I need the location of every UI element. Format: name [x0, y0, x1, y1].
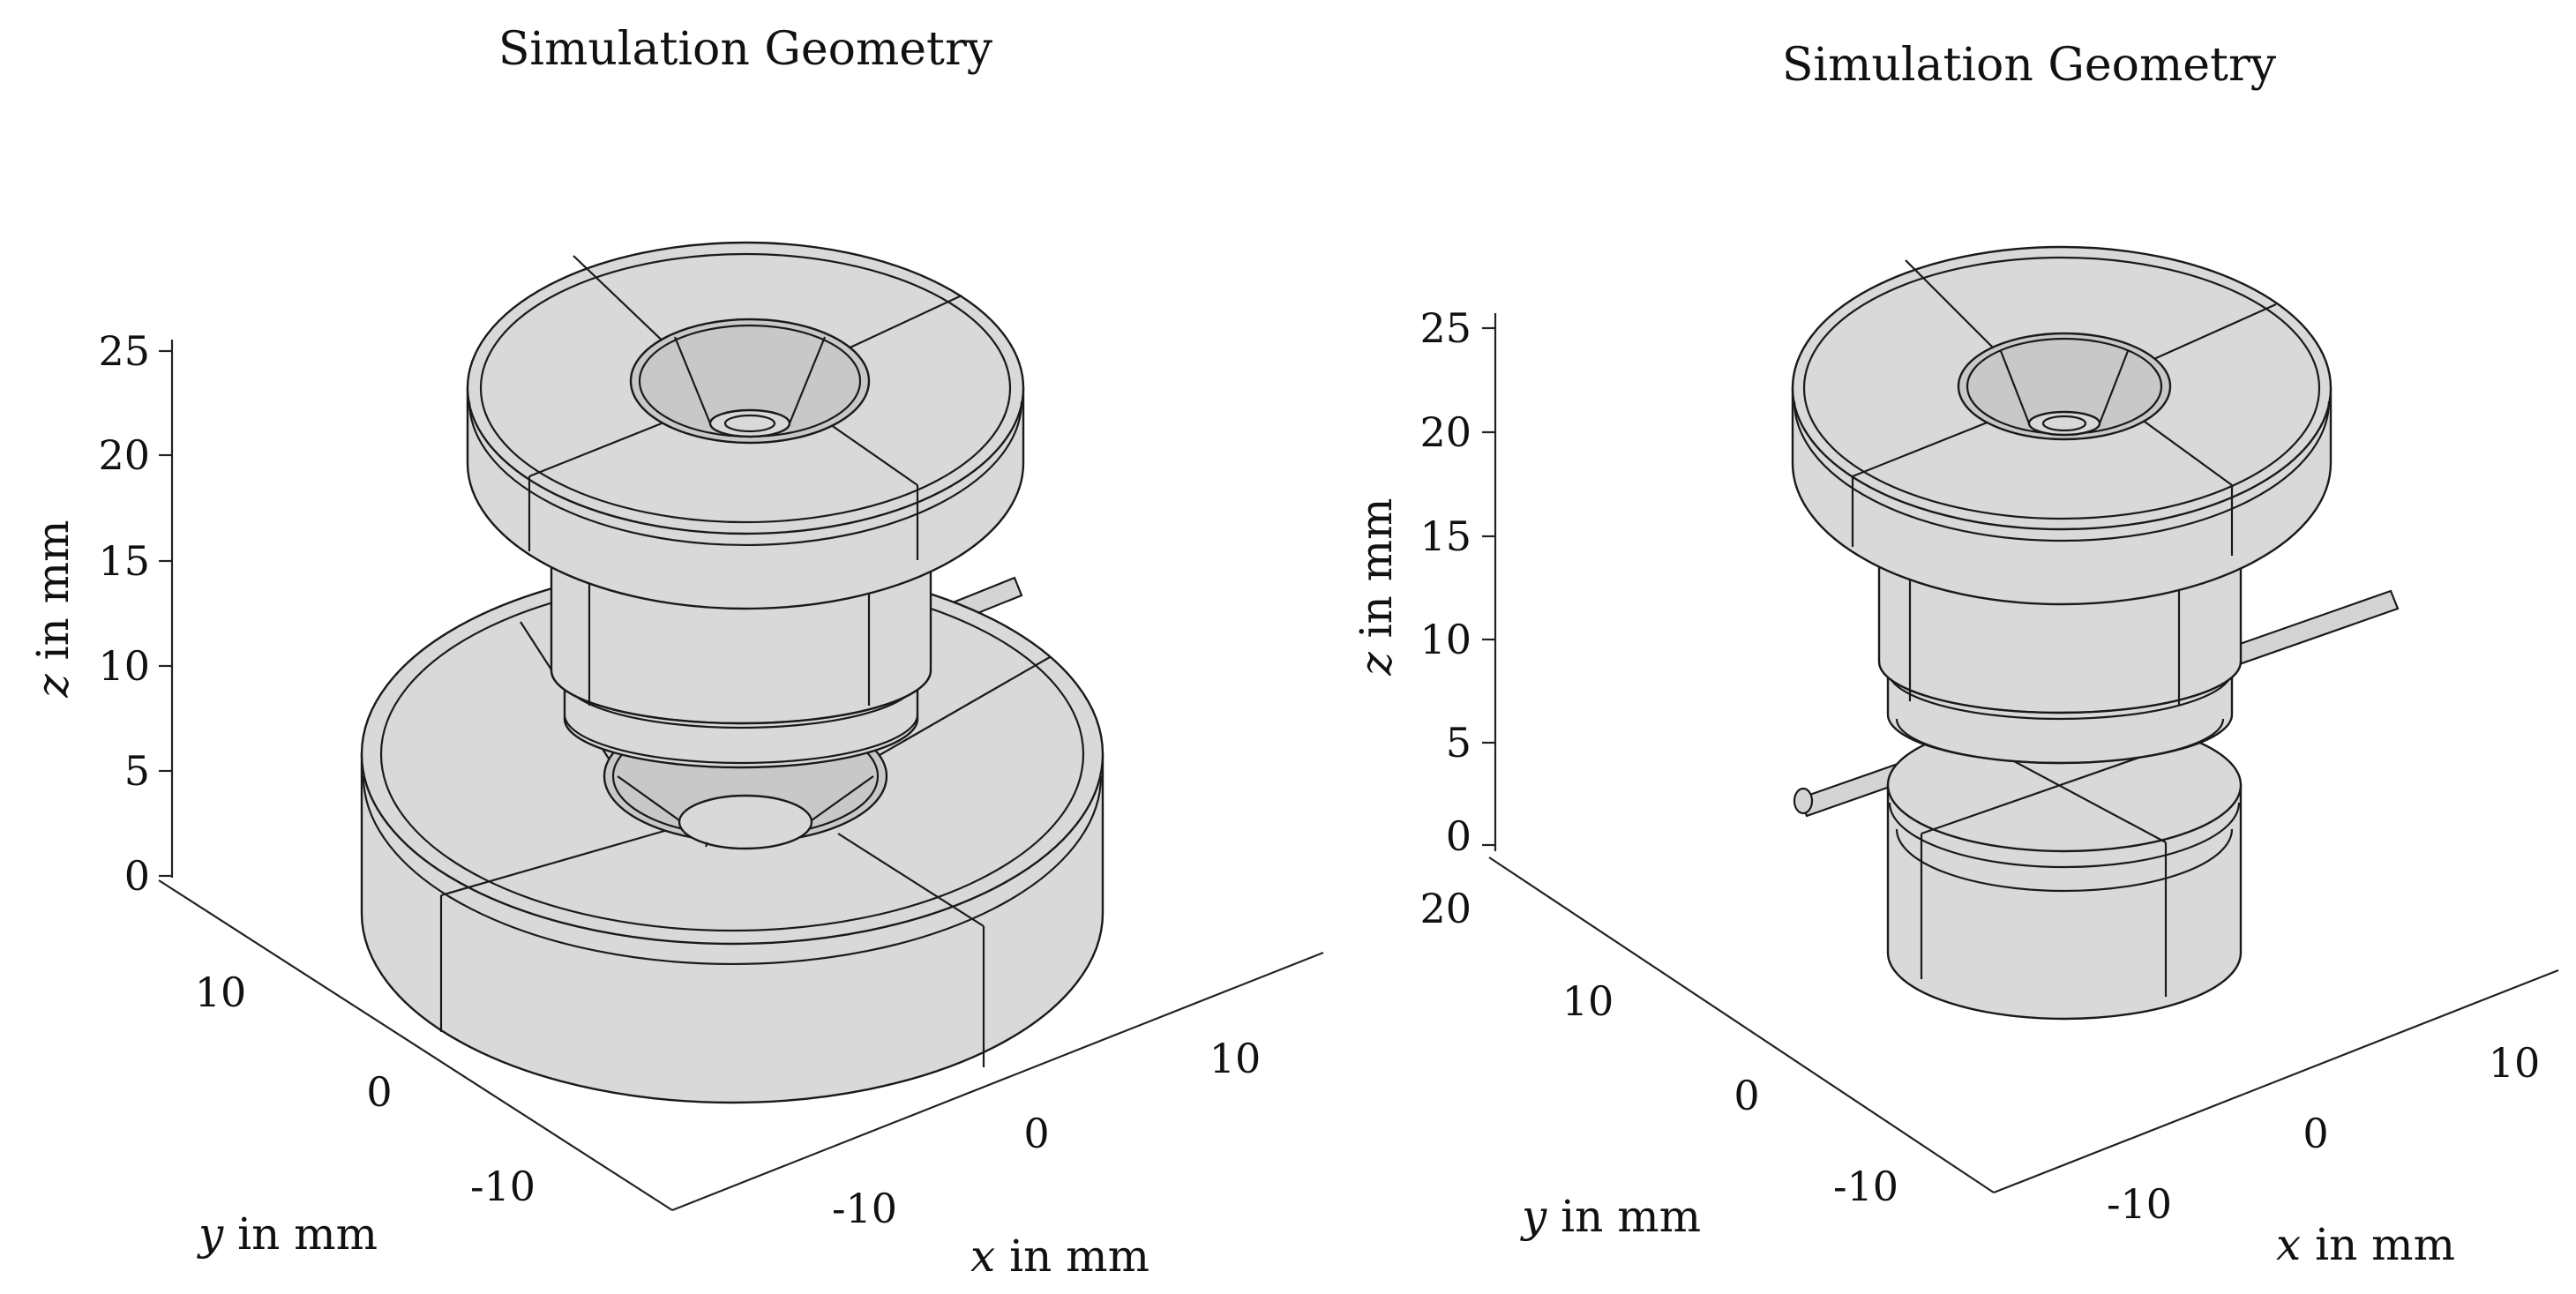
geometry-plot-left — [158, 241, 1324, 1212]
x-axis-label: x in mm — [970, 1230, 1150, 1282]
geometry-plot-right — [1482, 245, 2559, 1194]
y-axis-label: y in mm — [1522, 1191, 1702, 1242]
y-tick-label: 10 — [194, 969, 247, 1016]
z-axis-label: z in mm — [1351, 497, 1402, 676]
y-tick-label: 20 — [1419, 885, 1471, 932]
z-tick-label: 0 — [124, 852, 150, 900]
z-tick-label: 0 — [1445, 812, 1471, 860]
y-tick-label: 0 — [366, 1068, 393, 1116]
x-tick-label: 10 — [1209, 1035, 1262, 1082]
y-tick-label: 10 — [1561, 977, 1614, 1025]
panel-title: Simulation Geometry — [1781, 39, 2277, 92]
z-tick-label: 5 — [1445, 719, 1471, 767]
x-tick-label: 0 — [2303, 1110, 2329, 1157]
insulator-column — [550, 563, 932, 769]
x-tick-label: 0 — [1023, 1110, 1050, 1157]
z-tick-label: 15 — [98, 537, 150, 585]
x-axis-line — [671, 951, 1324, 1212]
y-axis-line — [158, 879, 673, 1211]
y-tick-label: -10 — [1832, 1163, 1899, 1210]
z-tick-label: 10 — [98, 642, 150, 690]
upper-electrode — [466, 241, 1025, 610]
y-tick-label: -10 — [469, 1163, 536, 1210]
x-axis-line — [1993, 969, 2559, 1194]
z-tick-label: 20 — [1419, 408, 1471, 456]
z-tick-label: 10 — [1419, 616, 1471, 663]
x-tick-label: -10 — [2106, 1180, 2173, 1228]
z-tick-label: 15 — [1419, 512, 1471, 560]
z-tick-label: 5 — [124, 747, 150, 795]
panel-title: Simulation Geometry — [498, 23, 993, 76]
x-axis-label: x in mm — [2276, 1219, 2456, 1270]
y-axis-label: y in mm — [198, 1208, 378, 1260]
panel-right: Simulation Geometry — [1288, 0, 2576, 1294]
z-axis-label: z in mm — [27, 520, 79, 698]
panel-left: Simulation Geometry — [27, 23, 1324, 1282]
y-tick-label: 0 — [1734, 1072, 1760, 1119]
z-tick-label: 20 — [98, 431, 150, 479]
z-tick-label: 25 — [98, 327, 150, 375]
x-tick-label: 10 — [2488, 1039, 2541, 1087]
upper-electrode — [1791, 245, 2333, 606]
x-tick-label: -10 — [831, 1185, 898, 1232]
z-tick-label: 25 — [1419, 304, 1471, 352]
y-axis-line — [1488, 856, 1995, 1193]
